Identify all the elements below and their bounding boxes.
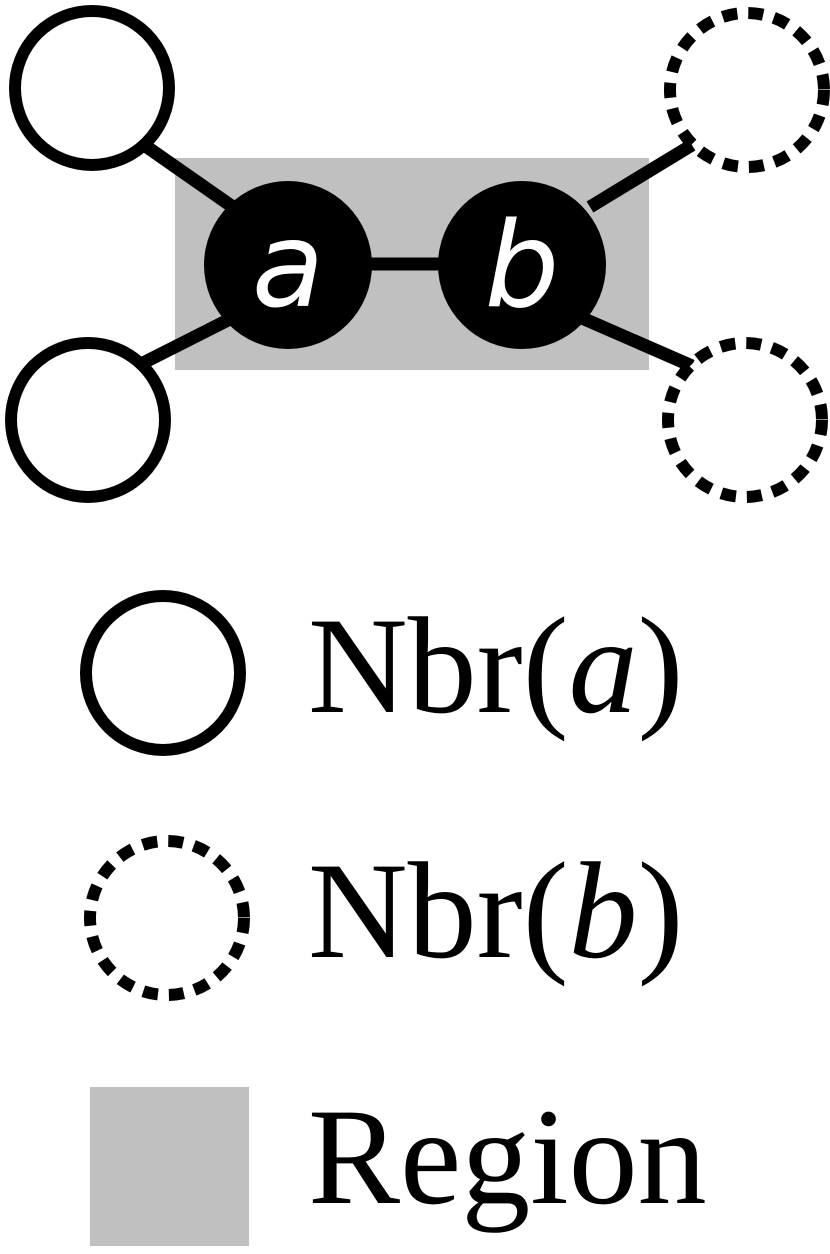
legend-nbr-b-label: Nbr(b): [308, 834, 684, 987]
edge-b-nbr-b-top: [586, 139, 696, 213]
legend: Nbr(a) Nbr(b) Region: [80, 589, 707, 1246]
edge-b-nbr-b-bottom: [579, 312, 695, 372]
node-a-label: a: [252, 196, 324, 334]
legend-nbr-a-label: Nbr(a): [308, 589, 684, 742]
legend-region-label: Region: [308, 1080, 707, 1233]
legend-nbr-a-icon: [80, 590, 246, 756]
node-a: [204, 181, 372, 349]
nbr-a-node-bottom: [5, 337, 171, 503]
node-b-label: b: [485, 196, 560, 334]
nbr-b-node-top: [664, 7, 830, 173]
nbr-a-node-top: [9, 5, 175, 171]
legend-nbr-b-icon: [84, 835, 250, 1001]
edge-a-nbr-a-top: [143, 141, 244, 218]
legend-region-icon: [90, 1087, 249, 1246]
edge-a-nbr-a-bottom: [140, 312, 235, 369]
nbr-b-node-bottom: [662, 337, 828, 503]
edges: [140, 139, 696, 372]
node-b: [438, 181, 606, 349]
